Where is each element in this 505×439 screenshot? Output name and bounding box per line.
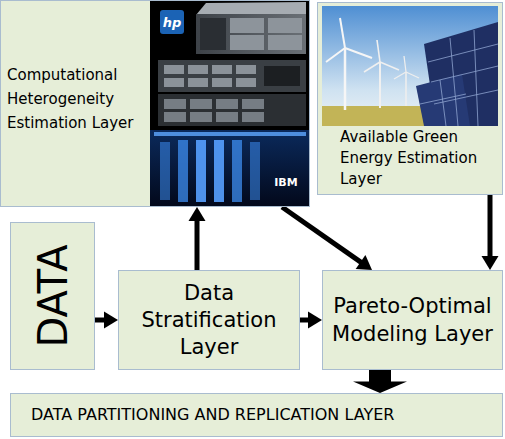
vertical-label: DATA	[33, 244, 73, 347]
layer-box: Pareto-Optimal Modeling Layer	[322, 270, 503, 370]
flow-arrow	[95, 312, 118, 329]
block-arrow-shape	[353, 370, 407, 393]
arrow-shaft	[282, 207, 362, 263]
layer-label: DATA PARTITIONING AND REPLICATION LAYER	[31, 405, 502, 425]
block-arrow	[353, 370, 407, 393]
layer-box: Available Green Energy Estimation Layer	[317, 2, 503, 195]
arrow-head	[189, 207, 206, 221]
logo-text: IBM	[274, 176, 297, 189]
flow-arrow	[189, 207, 206, 270]
logo-text: hp	[163, 15, 182, 30]
layer-box: Data Stratification Layer	[118, 270, 300, 370]
server-picture	[150, 0, 310, 207]
layer-box: DATA	[10, 222, 95, 370]
layer-box: Computational Heterogeneity Estimation L…	[0, 0, 310, 207]
layer-label: Data Stratification Layer	[122, 280, 296, 361]
flow-arrow	[300, 312, 322, 329]
arrow-head	[104, 312, 118, 329]
layer-label: Computational Heterogeneity Estimation L…	[7, 63, 149, 135]
arrow-head	[308, 312, 322, 329]
arrow-head	[356, 255, 372, 270]
arrow-head	[482, 256, 499, 270]
layer-box: DATA PARTITIONING AND REPLICATION LAYER	[10, 393, 503, 437]
arrow-shaft	[195, 219, 200, 270]
layer-label: Pareto-Optimal Modeling Layer	[326, 292, 499, 348]
arrow-shaft	[488, 195, 493, 258]
layer-label: Available Green Energy Estimation Layer	[340, 127, 500, 190]
logo-box: IBM	[268, 174, 304, 190]
flow-arrow	[282, 207, 372, 270]
logo-box: hp	[160, 10, 184, 34]
energy-picture	[318, 6, 498, 126]
flow-arrow	[482, 195, 499, 270]
